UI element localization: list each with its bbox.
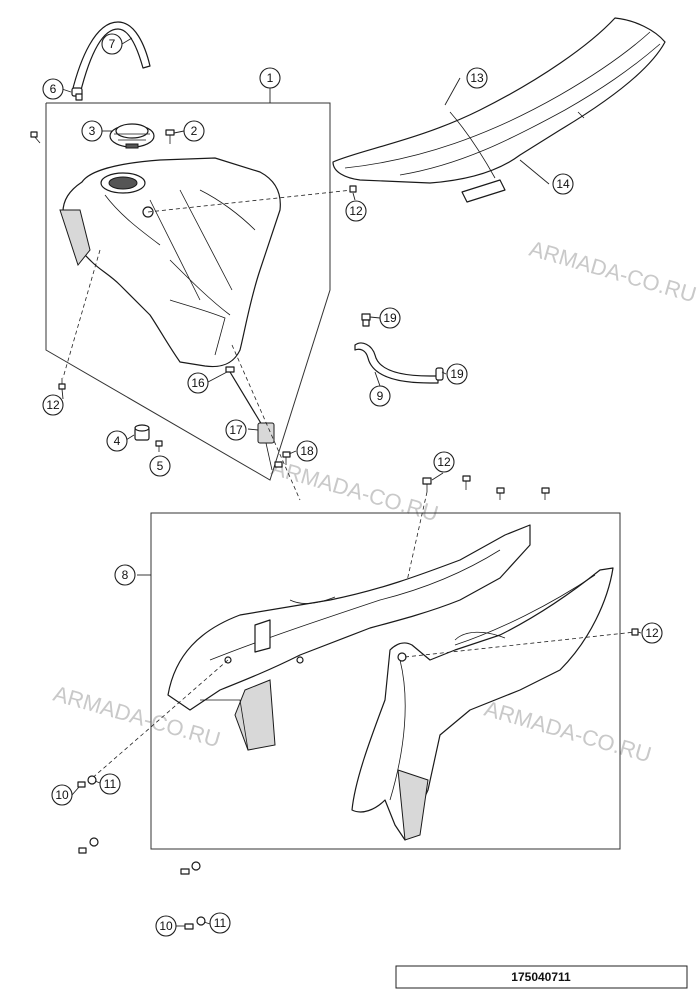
assembly-line <box>404 491 428 591</box>
callout-label: 12 <box>46 398 60 412</box>
callout-label: 8 <box>122 568 129 582</box>
screw <box>462 475 471 490</box>
callout-8: 8 <box>114 564 136 586</box>
screw <box>631 628 639 636</box>
washer <box>196 916 206 926</box>
callout-6: 6 <box>42 78 64 100</box>
callout-label: 18 <box>300 444 314 458</box>
right-side-panel <box>351 567 614 841</box>
screw <box>496 487 505 500</box>
callout-12: 12 <box>42 394 64 416</box>
callout-14: 14 <box>552 173 574 195</box>
screw <box>541 487 550 500</box>
left-side-panel <box>167 524 531 751</box>
callout-label: 9 <box>377 389 384 403</box>
callout-label: 6 <box>50 82 57 96</box>
callout-label: 10 <box>55 788 69 802</box>
watermark: ARMADA-CO.RU <box>269 455 442 527</box>
callout-19: 19 <box>446 363 468 385</box>
callout-3: 3 <box>81 120 103 142</box>
callout-12: 12 <box>641 622 663 644</box>
callout-label: 13 <box>470 71 484 85</box>
washer <box>87 775 97 785</box>
callout-label: 11 <box>214 916 227 930</box>
spacer <box>134 424 150 441</box>
callout-12: 12 <box>345 200 367 222</box>
screw <box>77 781 86 788</box>
callout-label: 16 <box>191 376 205 390</box>
callout-10: 10 <box>51 784 73 806</box>
callout-label: 7 <box>109 37 116 51</box>
assembly-line <box>62 249 101 379</box>
callout-11: 11 <box>99 773 121 795</box>
leader-lines <box>61 37 642 927</box>
callout-1: 1 <box>259 67 281 89</box>
callout-10: 10 <box>155 915 177 937</box>
callout-11: 11 <box>209 912 231 934</box>
callout-label: 12 <box>349 204 363 218</box>
screw-row <box>422 475 550 500</box>
tank-assembly-frame <box>45 102 331 481</box>
screw <box>422 477 432 492</box>
screw <box>180 868 190 875</box>
screw <box>58 378 66 390</box>
callout-label: 3 <box>89 124 96 138</box>
callout-label: 12 <box>437 455 451 469</box>
watermark: ARMADA-CO.RU <box>527 236 699 308</box>
callout-label: 2 <box>191 124 198 138</box>
screw <box>349 185 357 193</box>
assembly-line <box>231 344 301 501</box>
fuel-tank <box>59 157 281 368</box>
callout-label: 10 <box>159 919 173 933</box>
washer <box>191 861 201 871</box>
callout-label: 12 <box>645 626 659 640</box>
callout-label: 5 <box>157 459 164 473</box>
breather-hose <box>354 313 444 384</box>
callout-19: 19 <box>379 307 401 329</box>
callout-label: 1 <box>267 71 274 85</box>
callout-label: 19 <box>450 367 464 381</box>
seat <box>332 17 666 203</box>
assembly-line <box>404 631 636 658</box>
diagram-id: 175040711 <box>511 970 571 984</box>
diagram-id-box: 175040711 <box>395 965 688 989</box>
callout-label: 17 <box>229 423 243 437</box>
assembly-line <box>147 189 353 213</box>
callout-18: 18 <box>296 440 318 462</box>
callout-5: 5 <box>149 455 171 477</box>
callout-12: 12 <box>433 451 455 473</box>
washer <box>89 837 99 847</box>
filler-cap <box>109 123 155 149</box>
callout-17: 17 <box>225 419 247 441</box>
vent-valve <box>71 87 83 101</box>
callout-13: 13 <box>466 67 488 89</box>
callout-2: 2 <box>183 120 205 142</box>
vent-hose <box>71 21 151 95</box>
callout-7: 7 <box>101 33 123 55</box>
fuel-pump-connector <box>225 366 291 471</box>
callout-label: 4 <box>114 434 121 448</box>
callout-label: 11 <box>104 777 117 791</box>
side-panels-frame <box>150 512 621 850</box>
screw <box>155 440 163 452</box>
screw <box>30 131 41 144</box>
watermark: ARMADA-CO.RU <box>482 696 655 768</box>
screw <box>78 847 87 854</box>
callout-9: 9 <box>369 385 391 407</box>
assembly-line <box>89 659 229 781</box>
fastener-group <box>77 775 206 930</box>
screw <box>184 923 194 930</box>
callout-label: 14 <box>556 177 570 191</box>
screw <box>165 129 175 144</box>
callout-label: 19 <box>383 311 397 325</box>
callout-16: 16 <box>187 372 209 394</box>
callout-4: 4 <box>106 430 128 452</box>
